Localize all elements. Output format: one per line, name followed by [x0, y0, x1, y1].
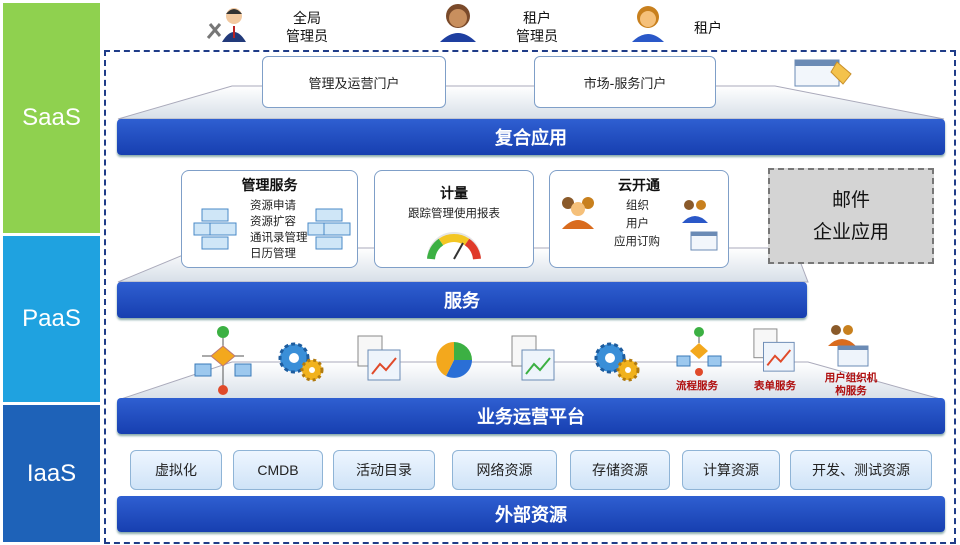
user-group-icon — [682, 200, 708, 223]
business-platform-bar: 业务运营平台 — [117, 398, 945, 434]
metering-subtitle: 跟踪管理使用报表 — [408, 206, 500, 220]
resource-virtualization[interactable]: 虚拟化 — [130, 450, 222, 490]
metering-title: 计量 — [440, 186, 468, 202]
iaas-label: IaaS — [26, 459, 77, 487]
admin-tools-person-icon — [206, 8, 246, 42]
mail-line2: 企业应用 — [812, 221, 889, 243]
mail-enterprise-box: 邮件 企业应用 — [768, 168, 934, 264]
mgmt-service-panel: 管理服务 资源申请 资源扩容 通讯录管理 日历管理 — [181, 170, 358, 268]
resource-active-directory[interactable]: 活动目录 — [333, 450, 435, 490]
admin-portal[interactable]: 管理及运营门户 — [262, 56, 446, 108]
mgmt-item: 资源扩容 — [250, 214, 296, 228]
paas-label: PaaS — [22, 305, 81, 332]
form-service-label: 表单服务 — [754, 380, 796, 392]
mgmt-service-title: 管理服务 — [241, 178, 298, 194]
paas-layer: PaaS — [3, 236, 100, 402]
cloud-provision-panel: 云开通 组织 用户 应用订购 — [549, 170, 729, 268]
gauge-icon — [427, 232, 481, 260]
documents-chart-icon — [753, 328, 795, 372]
resource-compute[interactable]: 计算资源 — [682, 450, 780, 490]
mgmt-item: 资源申请 — [250, 198, 296, 212]
metering-panel: 计量 跟踪管理使用报表 — [374, 170, 534, 268]
window-icon — [690, 231, 718, 251]
resource-network[interactable]: 网络资源 — [452, 450, 557, 490]
user-group-icon — [562, 197, 594, 229]
tenant-person-icon — [632, 6, 664, 42]
resource-cmdb[interactable]: CMDB — [233, 450, 323, 490]
flowchart-icon — [676, 327, 722, 376]
external-resources-bar: 外部资源 — [117, 496, 945, 532]
tenant-label: 租户 — [694, 21, 722, 37]
cloud-provision-title: 云开通 — [618, 178, 660, 194]
gears-icon — [594, 342, 640, 382]
flowchart-icon — [194, 326, 252, 395]
saas-layer: SaaS — [3, 3, 100, 233]
service-bar: 服务 — [117, 282, 807, 318]
market-portal[interactable]: 市场-服务门户 — [534, 56, 716, 108]
documents-chart-icon — [357, 335, 401, 381]
global-admin-label: 全局 管理员 — [286, 11, 328, 45]
gears-icon — [278, 342, 324, 382]
resource-storage[interactable]: 存储资源 — [570, 450, 670, 490]
cloud-item: 应用订购 — [614, 234, 660, 248]
mgmt-item: 日历管理 — [250, 246, 296, 260]
cloud-item: 组织 — [626, 198, 649, 212]
pie-chart-icon — [436, 342, 472, 378]
resource-dev-test[interactable]: 开发、测试资源 — [790, 450, 932, 490]
tenant-admin-label: 租户 管理员 — [516, 11, 558, 45]
saas-label: SaaS — [22, 104, 81, 131]
server-stack-icon — [307, 208, 351, 250]
documents-chart-icon — [511, 335, 555, 381]
mgmt-item: 通讯录管理 — [250, 230, 308, 244]
server-stack-icon — [193, 208, 237, 250]
mail-line1: 邮件 — [831, 189, 870, 211]
tenant-admin-person-icon — [440, 4, 476, 42]
cloud-item: 用户 — [626, 216, 649, 230]
flow-service-label: 流程服务 — [676, 380, 718, 392]
iaas-layer: IaaS — [3, 405, 100, 542]
window-tag-icon — [794, 59, 852, 87]
org-users-icon — [828, 325, 869, 367]
platform-frame — [104, 50, 956, 544]
composite-app-bar: 复合应用 — [117, 119, 945, 155]
org-service-label: 用户组织机 构服务 — [824, 372, 878, 397]
